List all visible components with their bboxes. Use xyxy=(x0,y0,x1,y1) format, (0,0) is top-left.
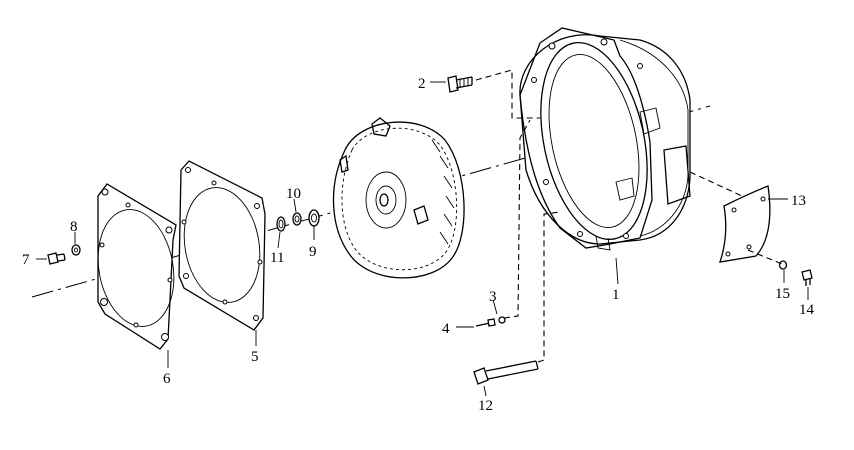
callout-7: 7 xyxy=(22,252,30,268)
callout-10: 10 xyxy=(286,186,301,202)
bolt-12 xyxy=(473,360,539,385)
washer-3 xyxy=(498,316,506,324)
washer-10 xyxy=(292,212,302,226)
washer-8 xyxy=(71,244,81,256)
callout-5: 5 xyxy=(251,349,259,365)
bolt-7 xyxy=(47,252,66,265)
cover-plate-13 xyxy=(719,185,771,263)
callout-6: 6 xyxy=(163,371,171,387)
torque-converter xyxy=(332,117,465,279)
callout-9: 9 xyxy=(309,244,317,260)
seal-9 xyxy=(308,209,320,227)
callout-13: 13 xyxy=(791,193,806,209)
callout-labels: 1 2 3 4 5 6 7 8 9 10 11 12 13 14 15 xyxy=(22,76,815,414)
leader-lines xyxy=(36,81,809,397)
assembly-dashed-lines xyxy=(475,69,783,363)
o-ring-11 xyxy=(276,216,286,232)
gasket-plate-6 xyxy=(97,183,177,350)
gasket-plate-5 xyxy=(178,160,266,331)
callout-15: 15 xyxy=(775,286,790,302)
bell-housing-1 xyxy=(519,27,691,251)
callout-1: 1 xyxy=(612,287,620,303)
callout-11: 11 xyxy=(270,250,284,266)
bolt-14 xyxy=(801,269,813,286)
callout-2: 2 xyxy=(418,76,426,92)
callout-14: 14 xyxy=(799,302,815,318)
washer-15 xyxy=(778,260,788,270)
callout-8: 8 xyxy=(70,219,78,235)
screw-4 xyxy=(475,318,496,327)
callout-3: 3 xyxy=(489,289,497,305)
callout-12: 12 xyxy=(478,398,493,414)
callout-4: 4 xyxy=(442,321,450,337)
bolt-2 xyxy=(447,75,473,93)
